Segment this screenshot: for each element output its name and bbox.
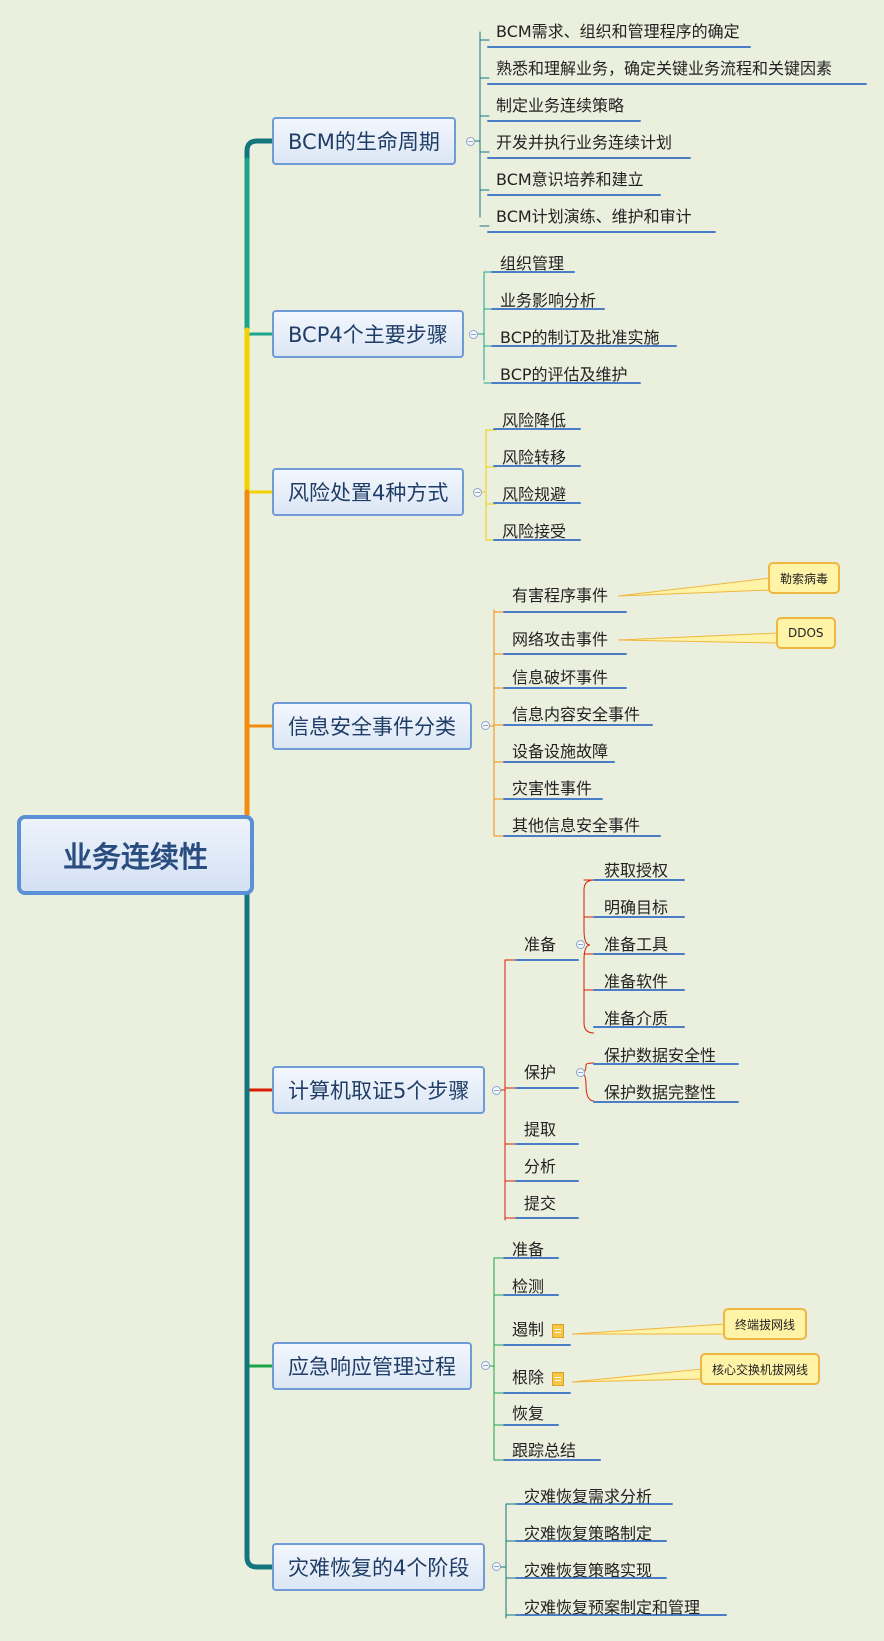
leaf-incident-4[interactable]: 信息内容安全事件 xyxy=(512,705,641,724)
connector xyxy=(245,332,272,339)
prepare-leaf-2[interactable]: 明确目标 xyxy=(604,898,669,917)
response-leaf-4[interactable]: 根除 xyxy=(512,1368,545,1387)
leaf-incident-2[interactable]: 网络攻击事件 xyxy=(512,630,609,649)
leaf-incident-5[interactable]: 设备设施故障 xyxy=(512,742,609,761)
response-leaf-2[interactable]: 检测 xyxy=(512,1277,545,1296)
branch-risk-treatment[interactable]: 风险处置4种方式 xyxy=(272,468,465,516)
prepare-leaf-3[interactable]: 准备工具 xyxy=(604,935,669,954)
callout-contain[interactable]: 终端拔网线 xyxy=(723,1308,808,1340)
dr-leaf-1[interactable]: 灾难恢复需求分析 xyxy=(524,1487,653,1506)
leaf-risk-4[interactable]: 风险接受 xyxy=(502,522,567,541)
leaf-risk-1[interactable]: 风险降低 xyxy=(502,411,567,430)
connector xyxy=(617,577,771,597)
callout-ransomware[interactable]: 勒索病毒 xyxy=(768,562,841,594)
callout-ddos[interactable]: DDOS xyxy=(776,617,836,649)
branch-security-incident-types[interactable]: 信息安全事件分类 xyxy=(272,702,472,750)
leaf-risk-3[interactable]: 风险规避 xyxy=(502,485,567,504)
dr-leaf-2[interactable]: 灾难恢复策略制定 xyxy=(524,1524,653,1543)
leaf-incident-3[interactable]: 信息破坏事件 xyxy=(512,668,609,687)
leaf-risk-2[interactable]: 风险转移 xyxy=(502,448,567,467)
leaf-bcm-4[interactable]: 开发并执行业务连续计划 xyxy=(496,133,673,152)
leaf-bcm-1[interactable]: BCM需求、组织和管理程序的确定 xyxy=(496,22,740,41)
collapse-toggle-icon[interactable] xyxy=(469,330,478,339)
response-leaf-1[interactable]: 准备 xyxy=(512,1240,545,1259)
forensics-analyze[interactable]: 分析 xyxy=(524,1157,557,1176)
prepare-leaf-5[interactable]: 准备介质 xyxy=(604,1009,669,1028)
forensics-extract[interactable]: 提取 xyxy=(524,1120,557,1139)
collapse-toggle-icon[interactable] xyxy=(466,137,475,146)
connector xyxy=(580,1072,595,1102)
response-leaf-6[interactable]: 跟踪总结 xyxy=(512,1441,577,1460)
collapse-toggle-icon[interactable] xyxy=(481,721,490,730)
leaf-bcm-5[interactable]: BCM意识培养和建立 xyxy=(496,170,644,189)
connector xyxy=(583,879,595,946)
collapse-toggle-icon[interactable] xyxy=(492,1086,501,1095)
branch-bcp-steps[interactable]: BCP4个主要步骤 xyxy=(272,310,464,358)
connector xyxy=(617,632,779,644)
prepare-leaf-1[interactable]: 获取授权 xyxy=(604,861,669,880)
branch-forensics-steps[interactable]: 计算机取证5个步骤 xyxy=(272,1066,486,1114)
connector xyxy=(571,1368,703,1383)
collapse-toggle-icon[interactable] xyxy=(492,1562,501,1571)
response-leaf-3[interactable]: 遏制 xyxy=(512,1320,545,1339)
leaf-bcm-6[interactable]: BCM计划演练、维护和审计 xyxy=(496,207,692,226)
branch-disaster-recovery[interactable]: 灾难恢复的4个阶段 xyxy=(272,1543,486,1591)
forensics-submit[interactable]: 提交 xyxy=(524,1194,557,1213)
collapse-toggle-icon[interactable] xyxy=(576,940,585,949)
protect-leaf-2[interactable]: 保护数据完整性 xyxy=(604,1083,717,1102)
leaf-bcm-2[interactable]: 熟悉和理解业务，确定关键业务流程和关键因素 xyxy=(496,59,833,78)
prepare-leaf-4[interactable]: 准备软件 xyxy=(604,972,669,991)
connector xyxy=(244,138,272,858)
connector xyxy=(244,855,272,1570)
note-icon[interactable] xyxy=(552,1324,564,1338)
protect-leaf-1[interactable]: 保护数据安全性 xyxy=(604,1046,717,1065)
collapse-toggle-icon[interactable] xyxy=(576,1068,585,1077)
branch-incident-response[interactable]: 应急响应管理过程 xyxy=(272,1342,472,1390)
leaf-bcp-1[interactable]: 组织管理 xyxy=(500,254,565,273)
leaf-bcp-2[interactable]: 业务影响分析 xyxy=(500,291,597,310)
collapse-toggle-icon[interactable] xyxy=(473,488,482,497)
note-icon[interactable] xyxy=(552,1372,564,1386)
leaf-incident-1[interactable]: 有害程序事件 xyxy=(512,586,609,605)
response-leaf-5[interactable]: 恢复 xyxy=(512,1404,545,1423)
dr-leaf-4[interactable]: 灾难恢复预案制定和管理 xyxy=(524,1598,701,1617)
collapse-toggle-icon[interactable] xyxy=(481,1361,490,1370)
leaf-incident-7[interactable]: 其他信息安全事件 xyxy=(512,816,641,835)
connector xyxy=(571,1323,726,1335)
leaf-bcm-3[interactable]: 制定业务连续策略 xyxy=(496,96,625,115)
dr-leaf-3[interactable]: 灾难恢复策略实现 xyxy=(524,1561,653,1580)
forensics-protect[interactable]: 保护 xyxy=(524,1063,557,1082)
leaf-incident-6[interactable]: 灾害性事件 xyxy=(512,779,593,798)
central-topic[interactable]: 业务连续性 xyxy=(17,815,254,895)
branch-bcm-lifecycle[interactable]: BCM的生命周期 xyxy=(272,117,456,165)
leaf-bcp-4[interactable]: BCP的评估及维护 xyxy=(500,365,628,384)
connector xyxy=(583,944,595,1034)
forensics-prepare[interactable]: 准备 xyxy=(524,935,557,954)
leaf-bcp-3[interactable]: BCP的制订及批准实施 xyxy=(500,328,660,347)
callout-eradicate[interactable]: 核心交换机拔网线 xyxy=(700,1353,821,1385)
